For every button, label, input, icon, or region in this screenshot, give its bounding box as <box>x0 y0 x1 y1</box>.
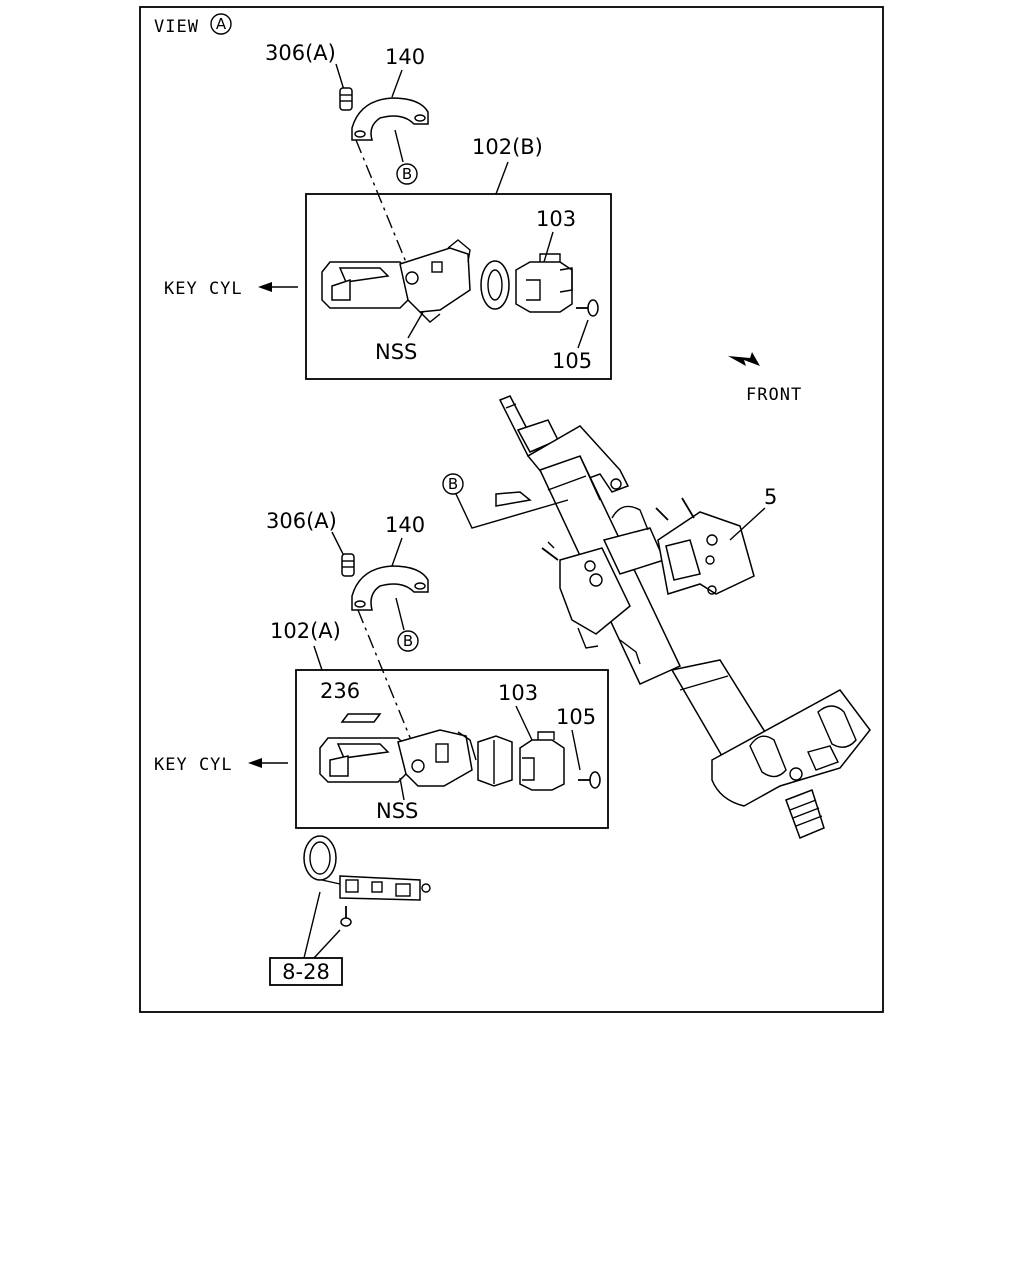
lower-key-cyl-label: KEY CYL <box>154 755 233 775</box>
upper-assembly-box <box>305 193 612 380</box>
lower-insert-part <box>340 713 382 723</box>
lower-nss-label: NSS <box>376 799 418 823</box>
upper-clamp-label: 140 <box>385 45 425 69</box>
immobilizer-assembly: 8-28 <box>269 835 431 986</box>
upper-key-cyl-label: KEY CYL <box>164 279 243 299</box>
lower-assembly-box <box>295 669 609 829</box>
front-arrow-icon <box>728 352 760 366</box>
lower-screw-part <box>578 771 601 789</box>
upper-group: 306(A) 140 B 102(B) KEY CYL <box>164 41 612 380</box>
lower-bolt-part <box>341 553 355 577</box>
steering-column: B 5 <box>442 395 871 839</box>
lower-ref-letter: B <box>403 632 413 650</box>
view-label-text: VIEW <box>154 17 199 37</box>
upper-bolt-part <box>339 87 353 111</box>
lower-screw-label: 105 <box>556 705 596 729</box>
upper-nss-label: NSS <box>375 340 417 364</box>
upper-switch-label: 103 <box>536 207 576 231</box>
front-label: FRONT <box>746 385 802 405</box>
lower-insert-label: 236 <box>320 679 360 703</box>
upper-bolt-label: 306(A) <box>265 41 336 65</box>
front-indicator: FRONT <box>728 352 802 405</box>
view-label: VIEW A <box>154 13 232 37</box>
lower-lock-housing <box>319 729 513 787</box>
lower-clamp-part <box>351 565 429 611</box>
lower-switch-label: 103 <box>498 681 538 705</box>
upper-switch-part <box>515 253 573 313</box>
column-ref-letter: B <box>448 475 458 493</box>
ref-box <box>269 957 343 986</box>
upper-assembly-label: 102(B) <box>472 135 543 159</box>
upper-screw-part <box>576 299 599 317</box>
diagram-frame <box>139 6 884 1013</box>
upper-ref-letter: B <box>402 165 412 183</box>
lower-clamp-label: 140 <box>385 513 425 537</box>
upper-screw-label: 105 <box>552 349 592 373</box>
view-label-letter: A <box>216 15 227 33</box>
lower-group: 306(A) 140 B 102(A) KEY CYL 236 <box>154 509 609 829</box>
lower-switch-part <box>519 731 565 791</box>
ref-box-label: 8-28 <box>282 960 330 984</box>
upper-lock-housing <box>321 239 510 323</box>
lower-assembly-label: 102(A) <box>270 619 341 643</box>
column-part-label: 5 <box>764 485 777 509</box>
lower-bolt-label: 306(A) <box>266 509 337 533</box>
upper-clamp-part <box>351 97 429 141</box>
